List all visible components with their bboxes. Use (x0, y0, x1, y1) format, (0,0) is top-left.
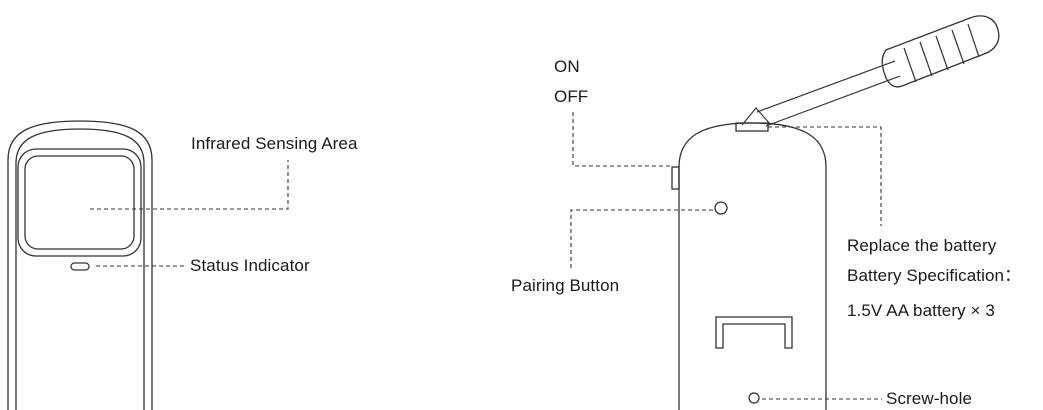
screwdriver-shaft (756, 60, 901, 127)
screwdriver-handle (881, 15, 1000, 88)
status-indicator-led (70, 262, 90, 271)
switch-leader-line (572, 112, 672, 167)
infrared-sensing-window (17, 148, 142, 257)
back-device-outline (678, 122, 827, 410)
battery-leader-line (768, 126, 882, 226)
front-view-device (7, 120, 153, 410)
infrared-sensing-area-label: Infrared Sensing Area (191, 134, 358, 153)
replace-battery-label: Replace the battery (847, 236, 997, 255)
screwdriver-tip (741, 107, 771, 126)
status-indicator-label: Status Indicator (190, 256, 310, 275)
pairing-button (714, 201, 728, 215)
screwdriver-handle-grip (903, 23, 980, 83)
back-view-device (671, 122, 827, 410)
infrared-sensing-window-inner (24, 155, 135, 250)
screw-hole-label: Screw-hole (886, 389, 973, 408)
switch-off-label: OFF (554, 87, 589, 106)
pairing-button-label: Pairing Button (511, 276, 620, 295)
battery-specification-value: 1.5V AA battery × 3 (847, 301, 995, 320)
battery-cover-slot (735, 122, 769, 132)
power-switch (671, 166, 680, 190)
pairing-leader-line (570, 209, 713, 268)
switch-on-label: ON (554, 57, 580, 76)
battery-specification-label: Battery Specification： (847, 266, 1022, 285)
front-device-outline (7, 120, 153, 410)
battery-latch (715, 316, 793, 349)
front-device-inner-rim (15, 128, 145, 410)
screw-hole (748, 392, 760, 404)
infrared-leader-line (90, 160, 289, 210)
screwdriver-icon (741, 15, 1000, 127)
